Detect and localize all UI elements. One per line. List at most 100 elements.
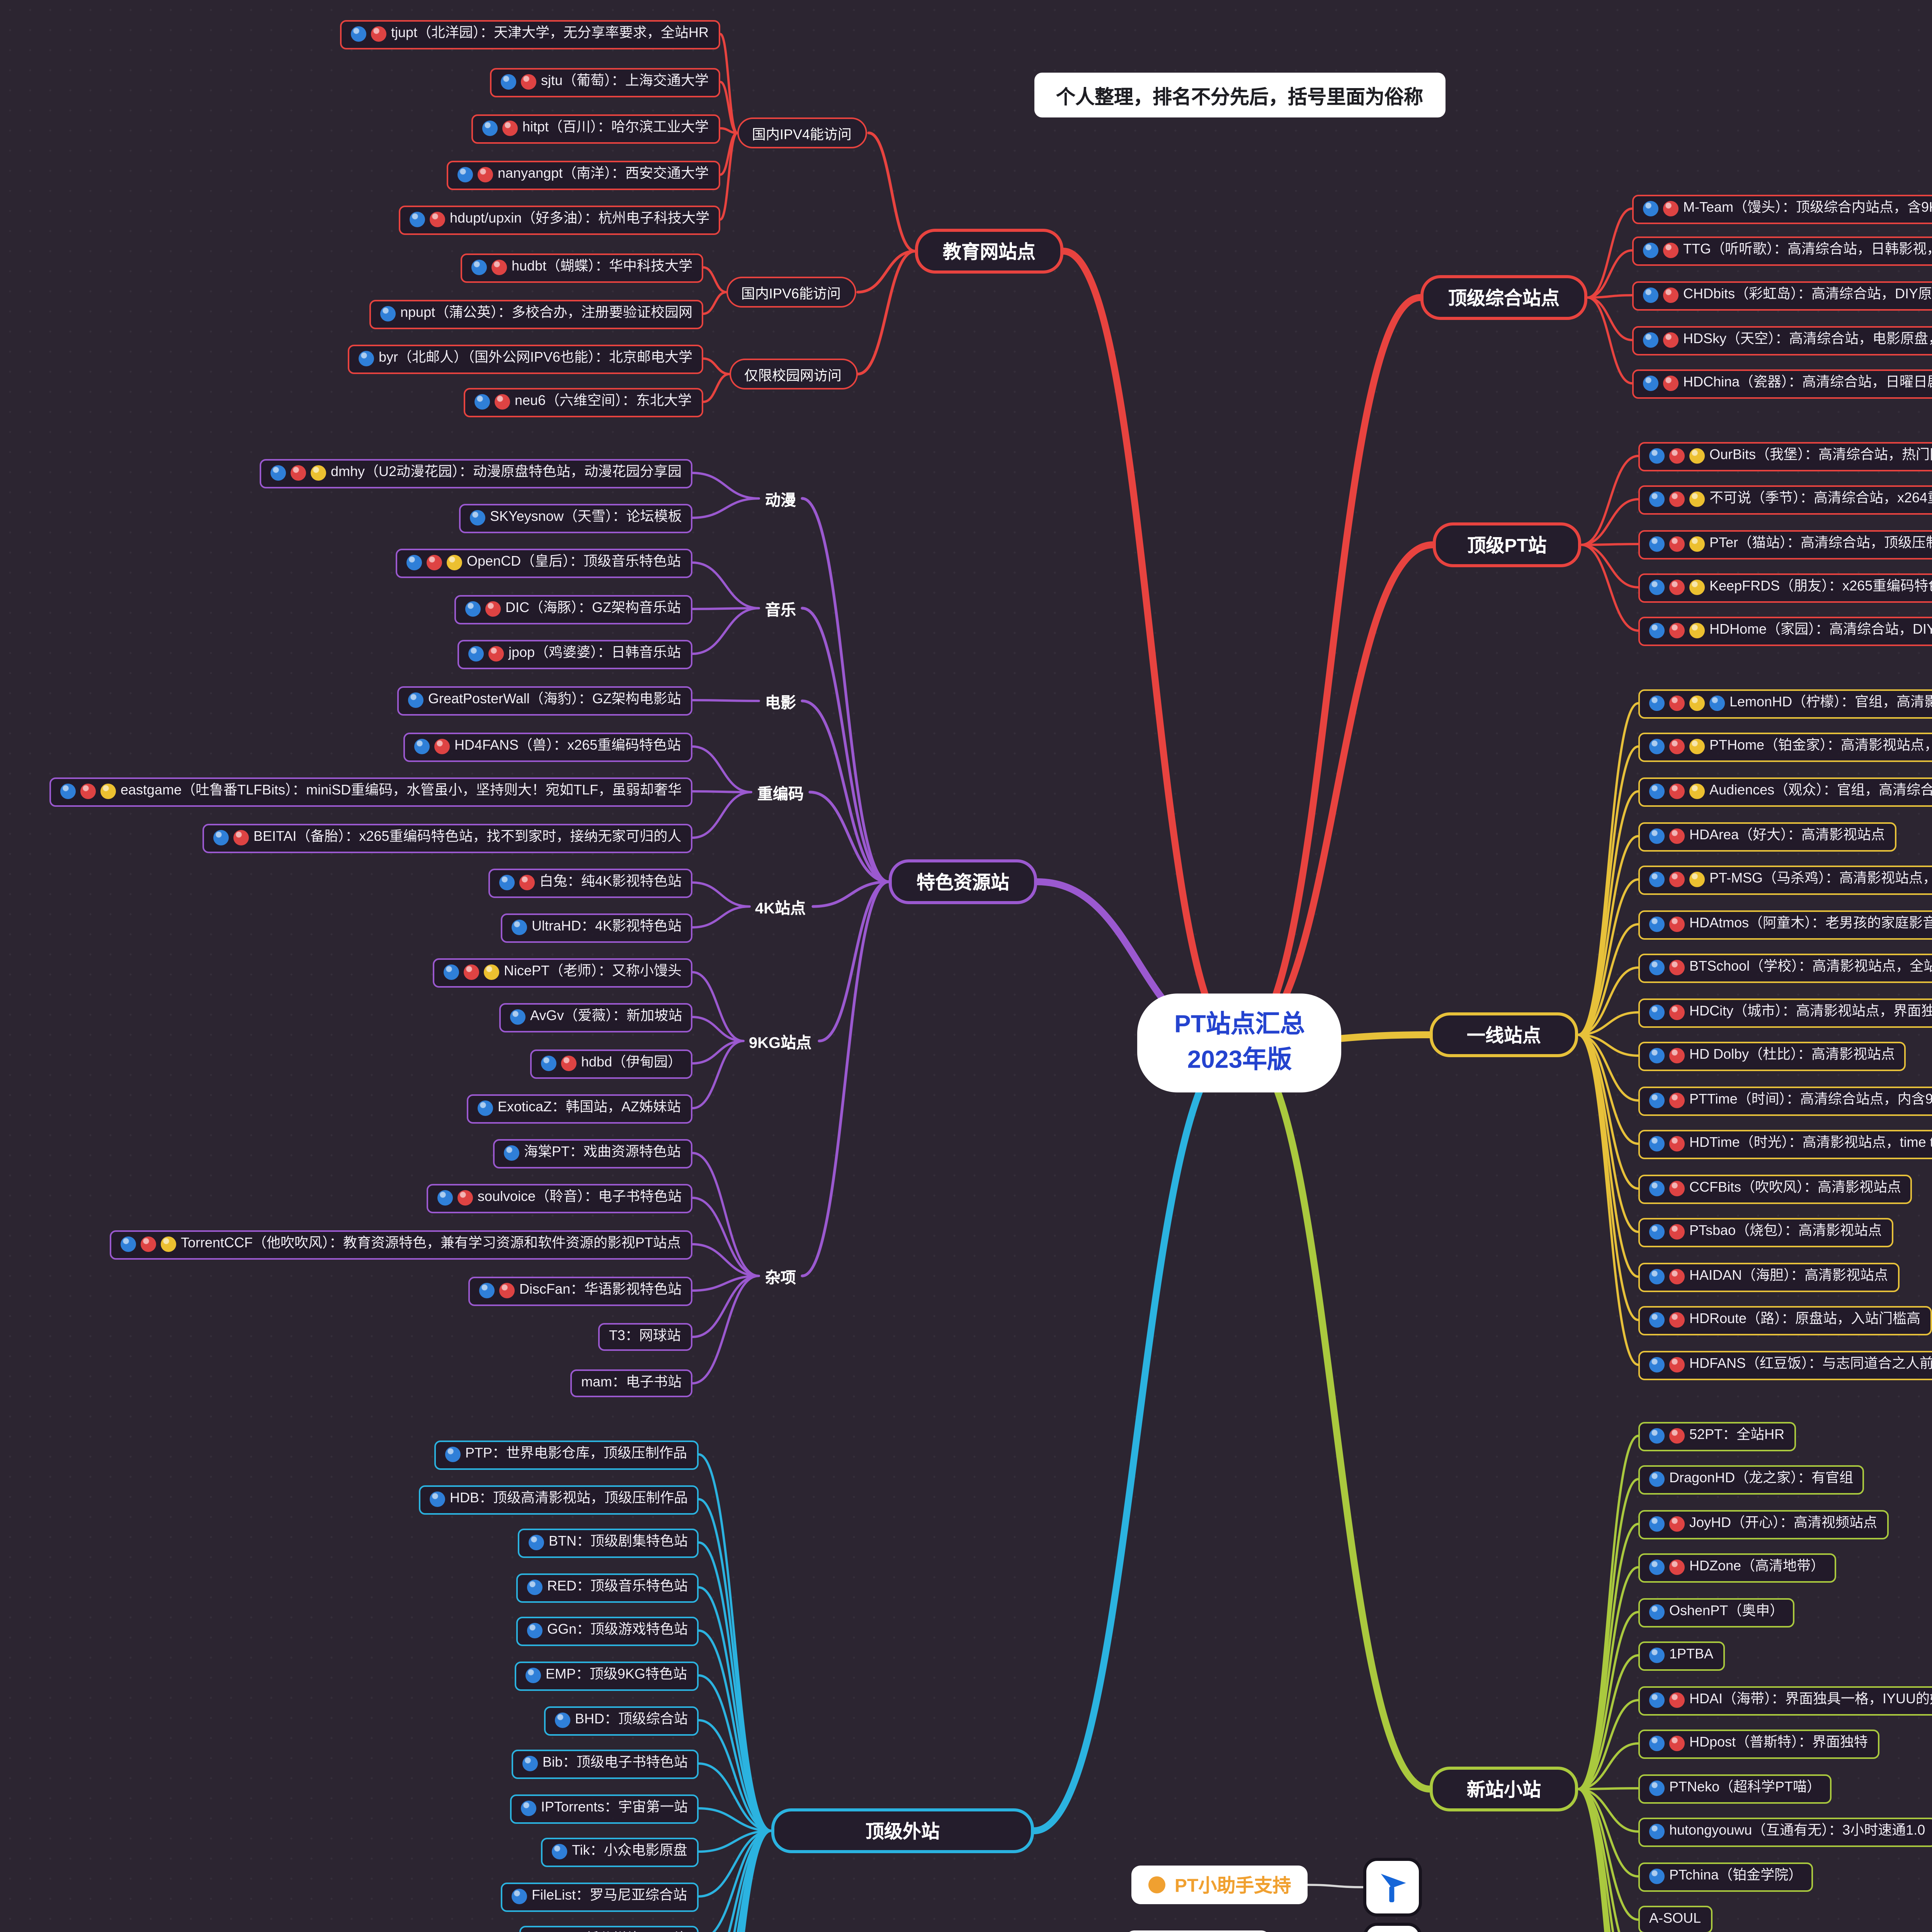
site-node[interactable]: TorrentCCF（他吹吹风）：教育资源特色，兼有学习资源和软件资源的影视PT… (110, 1230, 692, 1259)
site-node[interactable]: HDSky（天空）：高清综合站，电影原盘，热门网剧，高清发烧友后花园PT (1632, 325, 1932, 355)
site-node[interactable]: 1PTBA (1638, 1641, 1725, 1670)
site-node[interactable]: UltraHD：4K影视特色站 (501, 913, 693, 942)
site-node[interactable]: Audiences（观众）：官组，高清综合站，主打DIY原盘，特效字幕，x264… (1638, 777, 1932, 806)
site-node[interactable]: PTsbao（烧包）：高清影视站点 (1638, 1217, 1893, 1247)
site-node[interactable]: dmhy（U2动漫花园）：动漫原盘特色站，动漫花园分享园 (260, 458, 693, 488)
site-node[interactable]: HDRoute（路）：原盘站，入站门槛高 (1638, 1305, 1932, 1335)
branch-label-top-pt[interactable]: 顶级PT站 (1433, 522, 1581, 566)
site-node[interactable]: IPTorrents：宇宙第一站 (510, 1794, 699, 1823)
site-node[interactable]: npupt（蒲公英）：多校合办，注册要验证校园网 (369, 299, 704, 328)
site-node[interactable]: NicePT（老师）：又称小馒头 (433, 957, 693, 987)
group-label[interactable]: 国内IPV4能访问 (736, 117, 867, 148)
site-node[interactable]: TTG（听听歌）：高清综合站，日韩影视，高清压制，游戏，ToTheGlory (1632, 236, 1932, 265)
branch-label-top-comprehensive[interactable]: 顶级综合站点 (1420, 274, 1588, 319)
center-topic[interactable]: PT站点汇总 2023年版 (1137, 993, 1342, 1093)
branch-label-new-sites[interactable]: 新站小站 (1430, 1766, 1578, 1811)
pt-assistant-support-button[interactable]: PT小助手支持 (1131, 1866, 1308, 1904)
branch-label-education[interactable]: 教育网站点 (915, 228, 1064, 273)
site-node[interactable]: PTP：世界电影仓库，顶级压制作品 (434, 1440, 698, 1469)
site-node[interactable]: GGn：顶级游戏特色站 (516, 1616, 699, 1645)
site-node[interactable]: nanyangpt（南洋）：西安交通大学 (447, 160, 720, 189)
site-node[interactable]: 52PT：全站HR (1638, 1421, 1796, 1451)
site-node[interactable]: SKYeysnow（天雪）：论坛模板 (459, 503, 693, 532)
site-node[interactable]: HD4FANS（兽）：x265重编码特色站 (403, 732, 692, 761)
site-node[interactable]: tjupt（北洋园）：天津大学，无分享率要求，全站HR (340, 19, 720, 49)
site-node[interactable]: BTSchool（学校）：高清影视站点，全站HR (1638, 953, 1932, 982)
group-label[interactable]: 仅限校园网访问 (729, 359, 857, 389)
site-node[interactable]: A-SOUL (1638, 1905, 1712, 1932)
site-node[interactable]: neu6（六维空间）：东北大学 (464, 387, 703, 417)
site-node[interactable]: HDCity（城市）：高清影视站点，界面独树一帜，高级有9KG资源 (1638, 998, 1932, 1027)
group-label[interactable]: 杂项 (765, 1270, 796, 1287)
site-node[interactable]: ExoticaZ：韩国站，AZ姊妹站 (467, 1094, 692, 1123)
site-node[interactable]: soulvoice（聆音）：电子书特色站 (427, 1183, 693, 1213)
site-node[interactable]: T3：网球站 (598, 1322, 692, 1352)
group-label[interactable]: 9KG站点 (749, 1035, 812, 1052)
site-node[interactable]: PTer（猫站）：高清综合站，顶级压制，MV，游戏，艺术写真，PT之友俱乐部 (1638, 529, 1932, 559)
site-node[interactable]: hdbd（伊甸园） (530, 1049, 693, 1078)
branch-label-first-tier[interactable]: 一线站点 (1430, 1012, 1578, 1056)
site-node[interactable]: RED：顶级音乐特色站 (516, 1573, 699, 1602)
site-node[interactable]: PTTime（时间）：高清综合站点，内含9KG资源及伞兵站长，5元神站，分享你所… (1638, 1086, 1932, 1115)
site-node[interactable]: eastgame（吐鲁番TLFBits）：miniSD重编码，水管虽小，坚持则大… (49, 777, 693, 806)
site-node[interactable]: PTchina（铂金学院） (1638, 1862, 1813, 1891)
pt-assistant-app-icon[interactable] (1363, 1858, 1422, 1917)
site-node[interactable]: HDTime（时光）：高清影视站点，time to forever! (1638, 1129, 1932, 1158)
site-node[interactable]: DIC（海豚）：GZ架构音乐站 (454, 594, 692, 624)
ptpp-app-icon[interactable] (1363, 1923, 1422, 1932)
site-node[interactable]: hutongyouwu（互通有无）：3小时速通1.0 (1638, 1817, 1932, 1846)
site-node[interactable]: BTN：顶级剧集特色站 (518, 1528, 699, 1557)
site-node[interactable]: HDAI（海带）：界面独具一格，IYUU的好伙计 (1638, 1685, 1932, 1715)
group-label[interactable]: 国内IPV6能访问 (726, 277, 857, 308)
site-node[interactable]: PTNeko（超科学PT喵） (1638, 1774, 1832, 1803)
group-label[interactable]: 4K站点 (755, 900, 806, 917)
site-node[interactable]: CG：低分烂片+Cult片 (519, 1925, 699, 1932)
site-node[interactable]: HDpost（普斯特）：界面独特 (1638, 1729, 1879, 1758)
site-node[interactable]: mam：电子书站 (570, 1369, 692, 1398)
ptpp-support-button[interactable]: PTPP支持 (1125, 1930, 1271, 1932)
group-label[interactable]: 动漫 (765, 492, 796, 509)
site-node[interactable]: 白兔：纯4K影视特色站 (488, 868, 693, 897)
site-node[interactable]: HDB：顶级高清影视站，顶级压制作品 (419, 1485, 699, 1514)
site-node[interactable]: hdupt/upxin（好多油）：杭州电子科技大学 (399, 205, 721, 234)
site-node[interactable]: DiscFan：华语影视特色站 (468, 1276, 693, 1305)
site-node[interactable]: Tik：小众电影原盘 (541, 1837, 698, 1866)
site-node[interactable]: DragonHD（龙之家）：有官组 (1638, 1464, 1864, 1494)
site-node[interactable]: HAIDAN（海胆）：高清影视站点 (1638, 1262, 1899, 1291)
site-node[interactable]: AvGv（爱薇）：新加坡站 (499, 1002, 693, 1032)
site-node[interactable]: 不可说（季节）：高清综合站，x264重编码，特效字幕，高清压制，Classic … (1638, 485, 1932, 514)
site-node[interactable]: CCFBits（吹吹风）：高清影视站点 (1638, 1174, 1912, 1203)
site-node[interactable]: OshenPT（奥申） (1638, 1597, 1795, 1627)
site-node[interactable]: KeepFRDS（朋友）：x265重编码特色站点，1魔也是爱，TG群名每天不一样… (1638, 573, 1932, 602)
site-node[interactable]: sjtu（葡萄）：上海交通大学 (490, 67, 720, 97)
site-node[interactable]: OurBits（我堡）：高清综合站，热门网剧，DIY原盘，有分享率要求 (1638, 441, 1932, 471)
group-label[interactable]: 重编码 (757, 786, 804, 803)
site-node[interactable]: PTHome（铂金家）：高清影视站点，DIY原盘多，特效字幕，只为成为您的家，快… (1638, 732, 1932, 761)
site-node[interactable]: EMP：顶级9KG特色站 (515, 1661, 698, 1690)
site-node[interactable]: Bib：顶级电子书特色站 (512, 1749, 699, 1778)
site-node[interactable]: OpenCD（皇后）：顶级音乐特色站 (396, 548, 692, 577)
site-node[interactable]: FileList：罗马尼亚综合站 (501, 1882, 698, 1911)
site-node[interactable]: jpop（鸡婆婆）：日韩音乐站 (457, 639, 692, 668)
site-node[interactable]: hitpt（百川）：哈尔滨工业大学 (471, 114, 720, 143)
site-node[interactable]: HDHome（家园）：高清综合站，DIY原盘多，live专区 (1638, 616, 1932, 645)
site-node[interactable]: GreatPosterWall（海豹）：GZ架构电影站 (397, 685, 692, 715)
site-node[interactable]: 海棠PT：戏曲资源特色站 (493, 1138, 692, 1168)
site-node[interactable]: HDFANS（红豆饭）：与志同道合之人前行 分享更多值得珍藏的资源 (1638, 1350, 1932, 1379)
group-label[interactable]: 电影 (765, 695, 796, 712)
site-node[interactable]: byr（北邮人）（国外公网IPV6也能）：北京邮电大学 (348, 344, 704, 373)
site-node[interactable]: HD Dolby（杜比）：高清影视站点 (1638, 1041, 1906, 1070)
site-node[interactable]: BEITAI（备胎）：x265重编码特色站，找不到家时，接纳无家可归的人 (202, 823, 692, 852)
site-node[interactable]: HDZone（高清地带） (1638, 1553, 1836, 1582)
site-node[interactable]: PT-MSG（马杀鸡）：高清影视站点，The Ultimate File Sha… (1638, 865, 1932, 894)
site-node[interactable]: LemonHD（柠檬）：官组，高清影视及无损音乐综合站，原生原盘数量众多，资源更… (1638, 689, 1932, 718)
site-node[interactable]: HDAtmos（阿童木）：老男孩的家庭影音 (1638, 910, 1932, 939)
site-node[interactable]: CHDbits（彩虹岛）：高清综合站，DIY原盘，SGNB特效字幕 (1632, 281, 1932, 310)
branch-label-specialty[interactable]: 特色资源站 (889, 859, 1037, 903)
site-node[interactable]: HDChina（瓷器）：高清综合站，日曜日剧，热门网剧，高清影音人士分享乐园 (1632, 369, 1932, 398)
site-node[interactable]: M-Team（馒头）：顶级综合内站点，含9KG资源 (1632, 194, 1932, 223)
group-label[interactable]: 音乐 (765, 602, 796, 619)
site-node[interactable]: HDArea（好大）：高清影视站点 (1638, 821, 1896, 851)
site-node[interactable]: hudbt（蝴蝶）：华中科技大学 (461, 253, 704, 282)
branch-label-top-foreign[interactable]: 顶级外站 (771, 1808, 1034, 1852)
